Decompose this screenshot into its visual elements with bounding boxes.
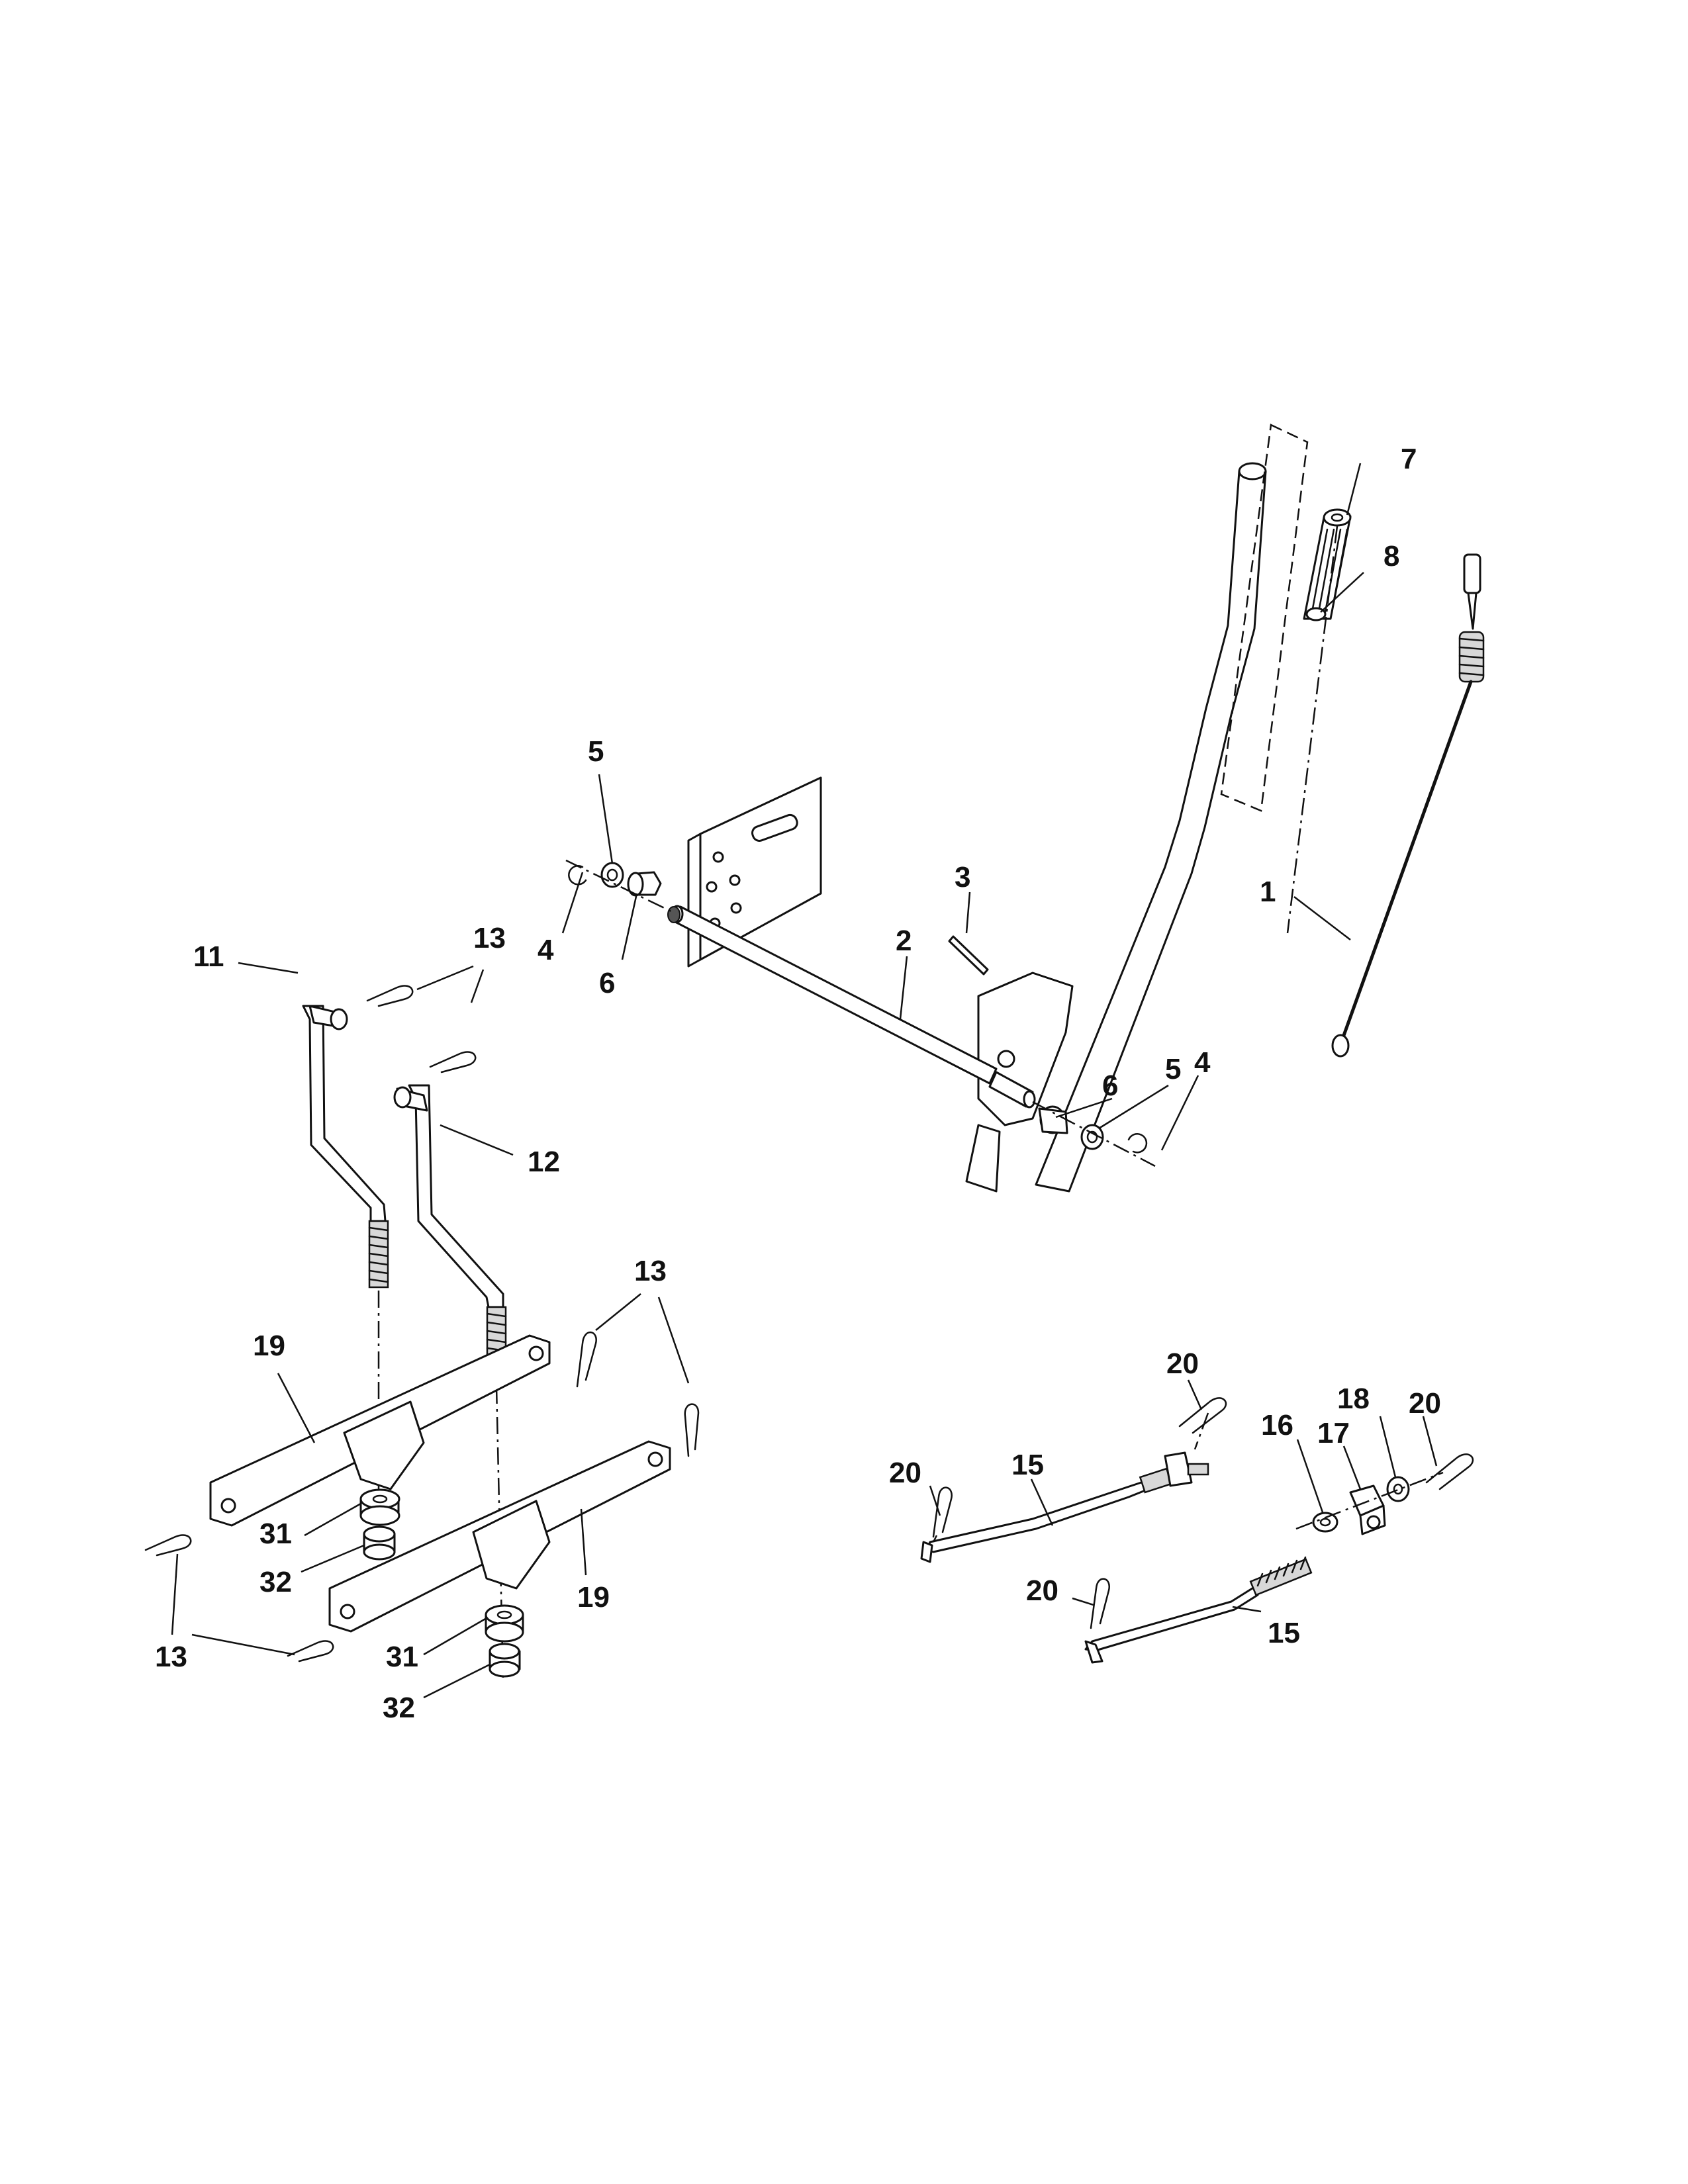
callout-7: 7 [1401, 443, 1417, 475]
rod-alignment-line [1194, 1412, 1209, 1450]
callout-32: 32 [383, 1692, 415, 1724]
callout-6: 6 [599, 967, 615, 999]
hairpin-clip-13 [287, 1640, 334, 1662]
nut-32-upper [363, 1525, 396, 1561]
right-shaft-hardware [1038, 1105, 1148, 1154]
callout-15: 15 [1011, 1449, 1044, 1481]
callout-12: 12 [528, 1146, 560, 1178]
callout-17: 17 [1317, 1417, 1350, 1449]
rod-15-upper [920, 1451, 1209, 1563]
hairpin-clip-20 [1178, 1397, 1227, 1434]
rod-alignment-line [932, 1535, 938, 1543]
hairpin-clip-13 [144, 1534, 192, 1557]
callout-5: 5 [1165, 1053, 1181, 1085]
lift-arm-lower [328, 1440, 671, 1633]
callout-15: 15 [1268, 1617, 1300, 1649]
grip-outline-dashed [1220, 424, 1309, 812]
callout-16: 16 [1261, 1409, 1293, 1441]
bushing-18 [1386, 1476, 1410, 1502]
hairpin-clip-20 [1425, 1453, 1474, 1490]
lift-link-12 [393, 1084, 507, 1385]
hairpin-clip-20 [932, 1486, 953, 1538]
callout-32: 32 [259, 1566, 292, 1598]
leader-lines [171, 463, 1438, 1699]
callout-1: 1 [1260, 876, 1276, 908]
callout-13: 13 [473, 922, 506, 954]
nut-32-lower [489, 1643, 521, 1678]
rod-15-lower [1084, 1556, 1313, 1664]
callout-20: 20 [1166, 1347, 1199, 1380]
spacer-31-upper [359, 1488, 400, 1526]
hairpin-clip-13 [366, 985, 414, 1007]
callout-4: 4 [1194, 1046, 1211, 1079]
callout-4: 4 [538, 934, 554, 966]
grip-alignment-line [1286, 525, 1338, 934]
lift-arm-upper [209, 1334, 551, 1527]
lift-link-11 [302, 1005, 389, 1289]
handle-grip [1303, 508, 1352, 620]
callout-31: 31 [386, 1641, 418, 1673]
shaft-alignment-line [565, 859, 676, 915]
shaft-alignment-line [1032, 1101, 1156, 1167]
callout-2: 2 [896, 925, 912, 957]
rod-alignment-line [1295, 1471, 1444, 1530]
hairpin-clip-20 [1090, 1578, 1110, 1629]
callout-13: 13 [634, 1255, 667, 1287]
spacer-31-lower [485, 1604, 524, 1643]
callout-6: 6 [1102, 1069, 1118, 1102]
callout-20: 20 [889, 1457, 921, 1489]
hairpin-clip-13 [576, 1331, 597, 1388]
hairpin-clip-13 [429, 1051, 477, 1073]
hairpin-clip-13 [684, 1403, 700, 1457]
callout-8: 8 [1383, 540, 1399, 572]
jam-nut-16 [1312, 1512, 1338, 1533]
callout-5: 5 [588, 735, 604, 768]
pin-3 [948, 935, 989, 976]
callout-13: 13 [155, 1641, 187, 1673]
callout-19: 19 [577, 1581, 610, 1614]
callout-18: 18 [1337, 1383, 1370, 1415]
callouts: 1 2 3 4 4 5 5 6 6 7 8 11 12 13 13 13 15 … [155, 443, 1441, 1724]
callout-19: 19 [253, 1330, 285, 1362]
callout-11: 11 [193, 940, 224, 973]
callout-3: 3 [955, 861, 970, 893]
mounting-plate [687, 776, 822, 968]
callout-20: 20 [1026, 1574, 1058, 1607]
trunnion-17 [1349, 1484, 1386, 1535]
cable [1331, 553, 1485, 1058]
callout-31: 31 [259, 1518, 292, 1550]
callout-20: 20 [1409, 1387, 1441, 1420]
left-shaft-hardware [568, 862, 680, 923]
